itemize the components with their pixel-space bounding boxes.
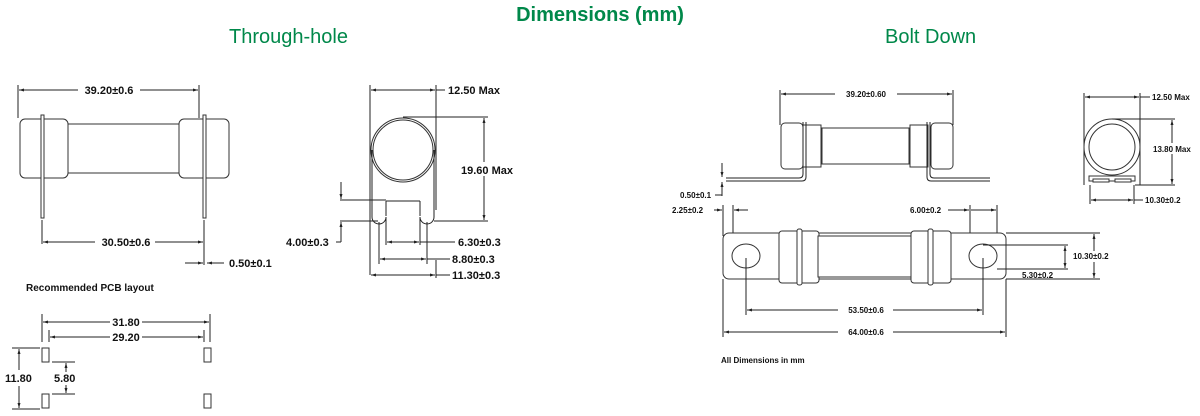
bd-hole-diameter-label: 6.00±0.2 <box>910 206 942 215</box>
through-hole-heading: Through-hole <box>229 26 348 48</box>
bd-base-width-label: 10.30±0.2 <box>1145 196 1181 205</box>
through-hole-side-view: 39.20±0.6 30.50±0.6 0.50±0.1 <box>17 85 272 270</box>
th-pin-spacing-label: 30.50±0.6 <box>102 237 151 249</box>
th-pin-thickness-label: 0.50±0.1 <box>229 258 272 270</box>
bd-body-length-label: 39.20±0.60 <box>846 90 887 99</box>
pcb-layout-heading: Recommended PCB layout <box>26 283 154 294</box>
bd-tab-thickness-label: 0.50±0.1 <box>680 191 712 200</box>
bolt-down-top-view: 2.25±0.2 6.00±0.2 10.30±0.2 5.30±0.2 53.… <box>672 205 1118 365</box>
bd-hole-height-label: 5.30±0.2 <box>1022 271 1054 280</box>
page-title: Dimensions (mm) <box>516 4 684 26</box>
pcb-pad <box>203 347 212 363</box>
through-hole-end-view: 12.50 Max 19.60 Max 4.00±0.3 6.30±0.3 8.… <box>286 85 515 282</box>
bd-overall-length-label: 64.00±0.6 <box>848 328 884 337</box>
pcb-vertical-gap-label: 5.80 <box>54 373 75 385</box>
bolt-down-end-view: 12.50 Max 13.80 Max 10.30±0.2 <box>1083 93 1197 205</box>
th-inner-gap-label: 6.30±0.3 <box>458 237 501 249</box>
th-outer-width-label: 11.30±0.3 <box>452 270 500 282</box>
pcb-vertical-total-label: 11.80 <box>5 373 32 385</box>
pcb-layout: Recommended PCB layout 31.80 29.20 11.80… <box>5 283 212 410</box>
th-end-width-label: 12.50 Max <box>448 85 501 97</box>
th-standoff-label: 4.00±0.3 <box>286 237 329 249</box>
all-dimensions-note: All Dimensions in mm <box>721 356 805 365</box>
pcb-inner-label: 29.20 <box>112 332 140 344</box>
bd-hole-offset-label: 2.25±0.2 <box>672 206 704 215</box>
pcb-pad <box>41 393 50 409</box>
bolt-down-heading: Bolt Down <box>885 26 977 48</box>
th-end-height-label: 19.60 Max <box>461 165 514 177</box>
pcb-outer-label: 31.80 <box>112 317 140 329</box>
bolt-down-side-view: 39.20±0.60 0.50±0.1 <box>680 90 990 200</box>
th-pin-centers-label: 8.80±0.3 <box>452 254 495 266</box>
bd-tab-width-label: 10.30±0.2 <box>1073 252 1109 261</box>
pcb-pad <box>41 347 50 363</box>
th-overall-length-label: 39.20±0.6 <box>85 85 134 97</box>
bd-end-width-label: 12.50 Max <box>1152 93 1190 102</box>
bd-end-height-label: 13.80 Max <box>1153 145 1191 154</box>
pcb-pad <box>203 393 212 409</box>
bd-hole-spacing-label: 53.50±0.6 <box>848 306 884 315</box>
